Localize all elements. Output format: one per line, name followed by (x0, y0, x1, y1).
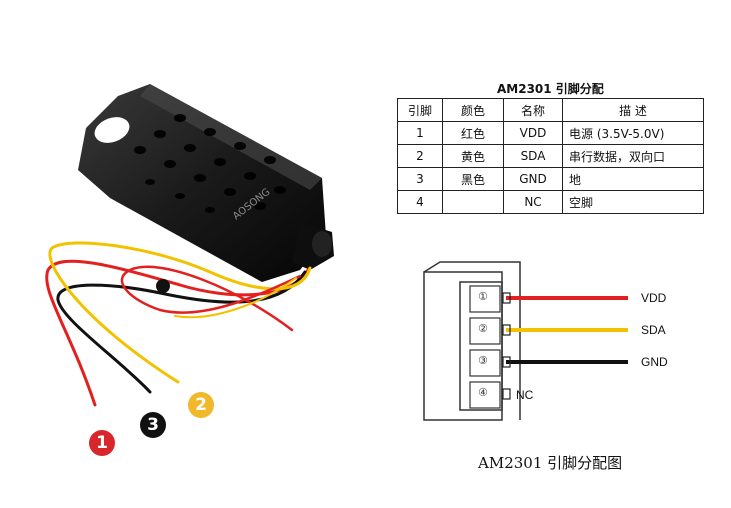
pin-cell-2 (469, 317, 501, 345)
pin-contact-3 (502, 356, 511, 368)
label-gnd: GND (641, 355, 668, 369)
pin-contact-2 (502, 324, 511, 336)
pin-contact-4 (502, 388, 511, 400)
badge-1: 1 (89, 430, 115, 456)
pin-number-1: ① (478, 290, 488, 303)
cell-pin: 4 (397, 190, 443, 214)
cell-color (442, 190, 504, 214)
diagram-caption: AM2301 引脚分配图 (478, 454, 623, 472)
header-desc: 描 述 (562, 98, 704, 122)
pin-cell-4 (469, 381, 501, 409)
table-header-row: 引脚 颜色 名称 描 述 (397, 98, 704, 122)
label-nc: NC (516, 388, 534, 402)
table-row: 1 红色 VDD 电源 (3.5V-5.0V) (397, 121, 704, 145)
table-row: 4 NC 空脚 (397, 190, 704, 214)
sensor-wires (45, 241, 312, 407)
cell-name: GND (503, 167, 563, 191)
cell-color: 红色 (442, 121, 504, 145)
pin-number-4: ④ (478, 386, 488, 399)
header-name: 名称 (503, 98, 563, 122)
badge-2: 2 (188, 392, 214, 418)
pin-number-3: ③ (478, 354, 488, 367)
cell-pin: 1 (397, 121, 443, 145)
label-vdd: VDD (641, 291, 667, 305)
connector-edge (423, 261, 521, 420)
cell-desc: 空脚 (562, 190, 704, 214)
badge-3: 3 (140, 412, 166, 438)
label-sda: SDA (641, 323, 666, 337)
pin-cell-3 (469, 349, 501, 377)
cell-name: SDA (503, 144, 563, 168)
connector-slot (459, 281, 503, 411)
pin-table: 引脚 颜色 名称 描 述 1 红色 VDD 电源 (3.5V-5.0V) 2 黄… (397, 98, 704, 214)
sensor-body: AOSONG (78, 84, 334, 282)
table-row: 2 黄色 SDA 串行数据，双向口 (397, 144, 704, 168)
header-color: 颜色 (442, 98, 504, 122)
cell-name: NC (503, 190, 563, 214)
pin-cell-1 (469, 285, 501, 313)
cell-desc: 串行数据，双向口 (562, 144, 704, 168)
pin-number-2: ② (478, 322, 488, 335)
table-title: AM2301 引脚分配 (497, 82, 604, 96)
pin-contact-1 (502, 292, 511, 304)
